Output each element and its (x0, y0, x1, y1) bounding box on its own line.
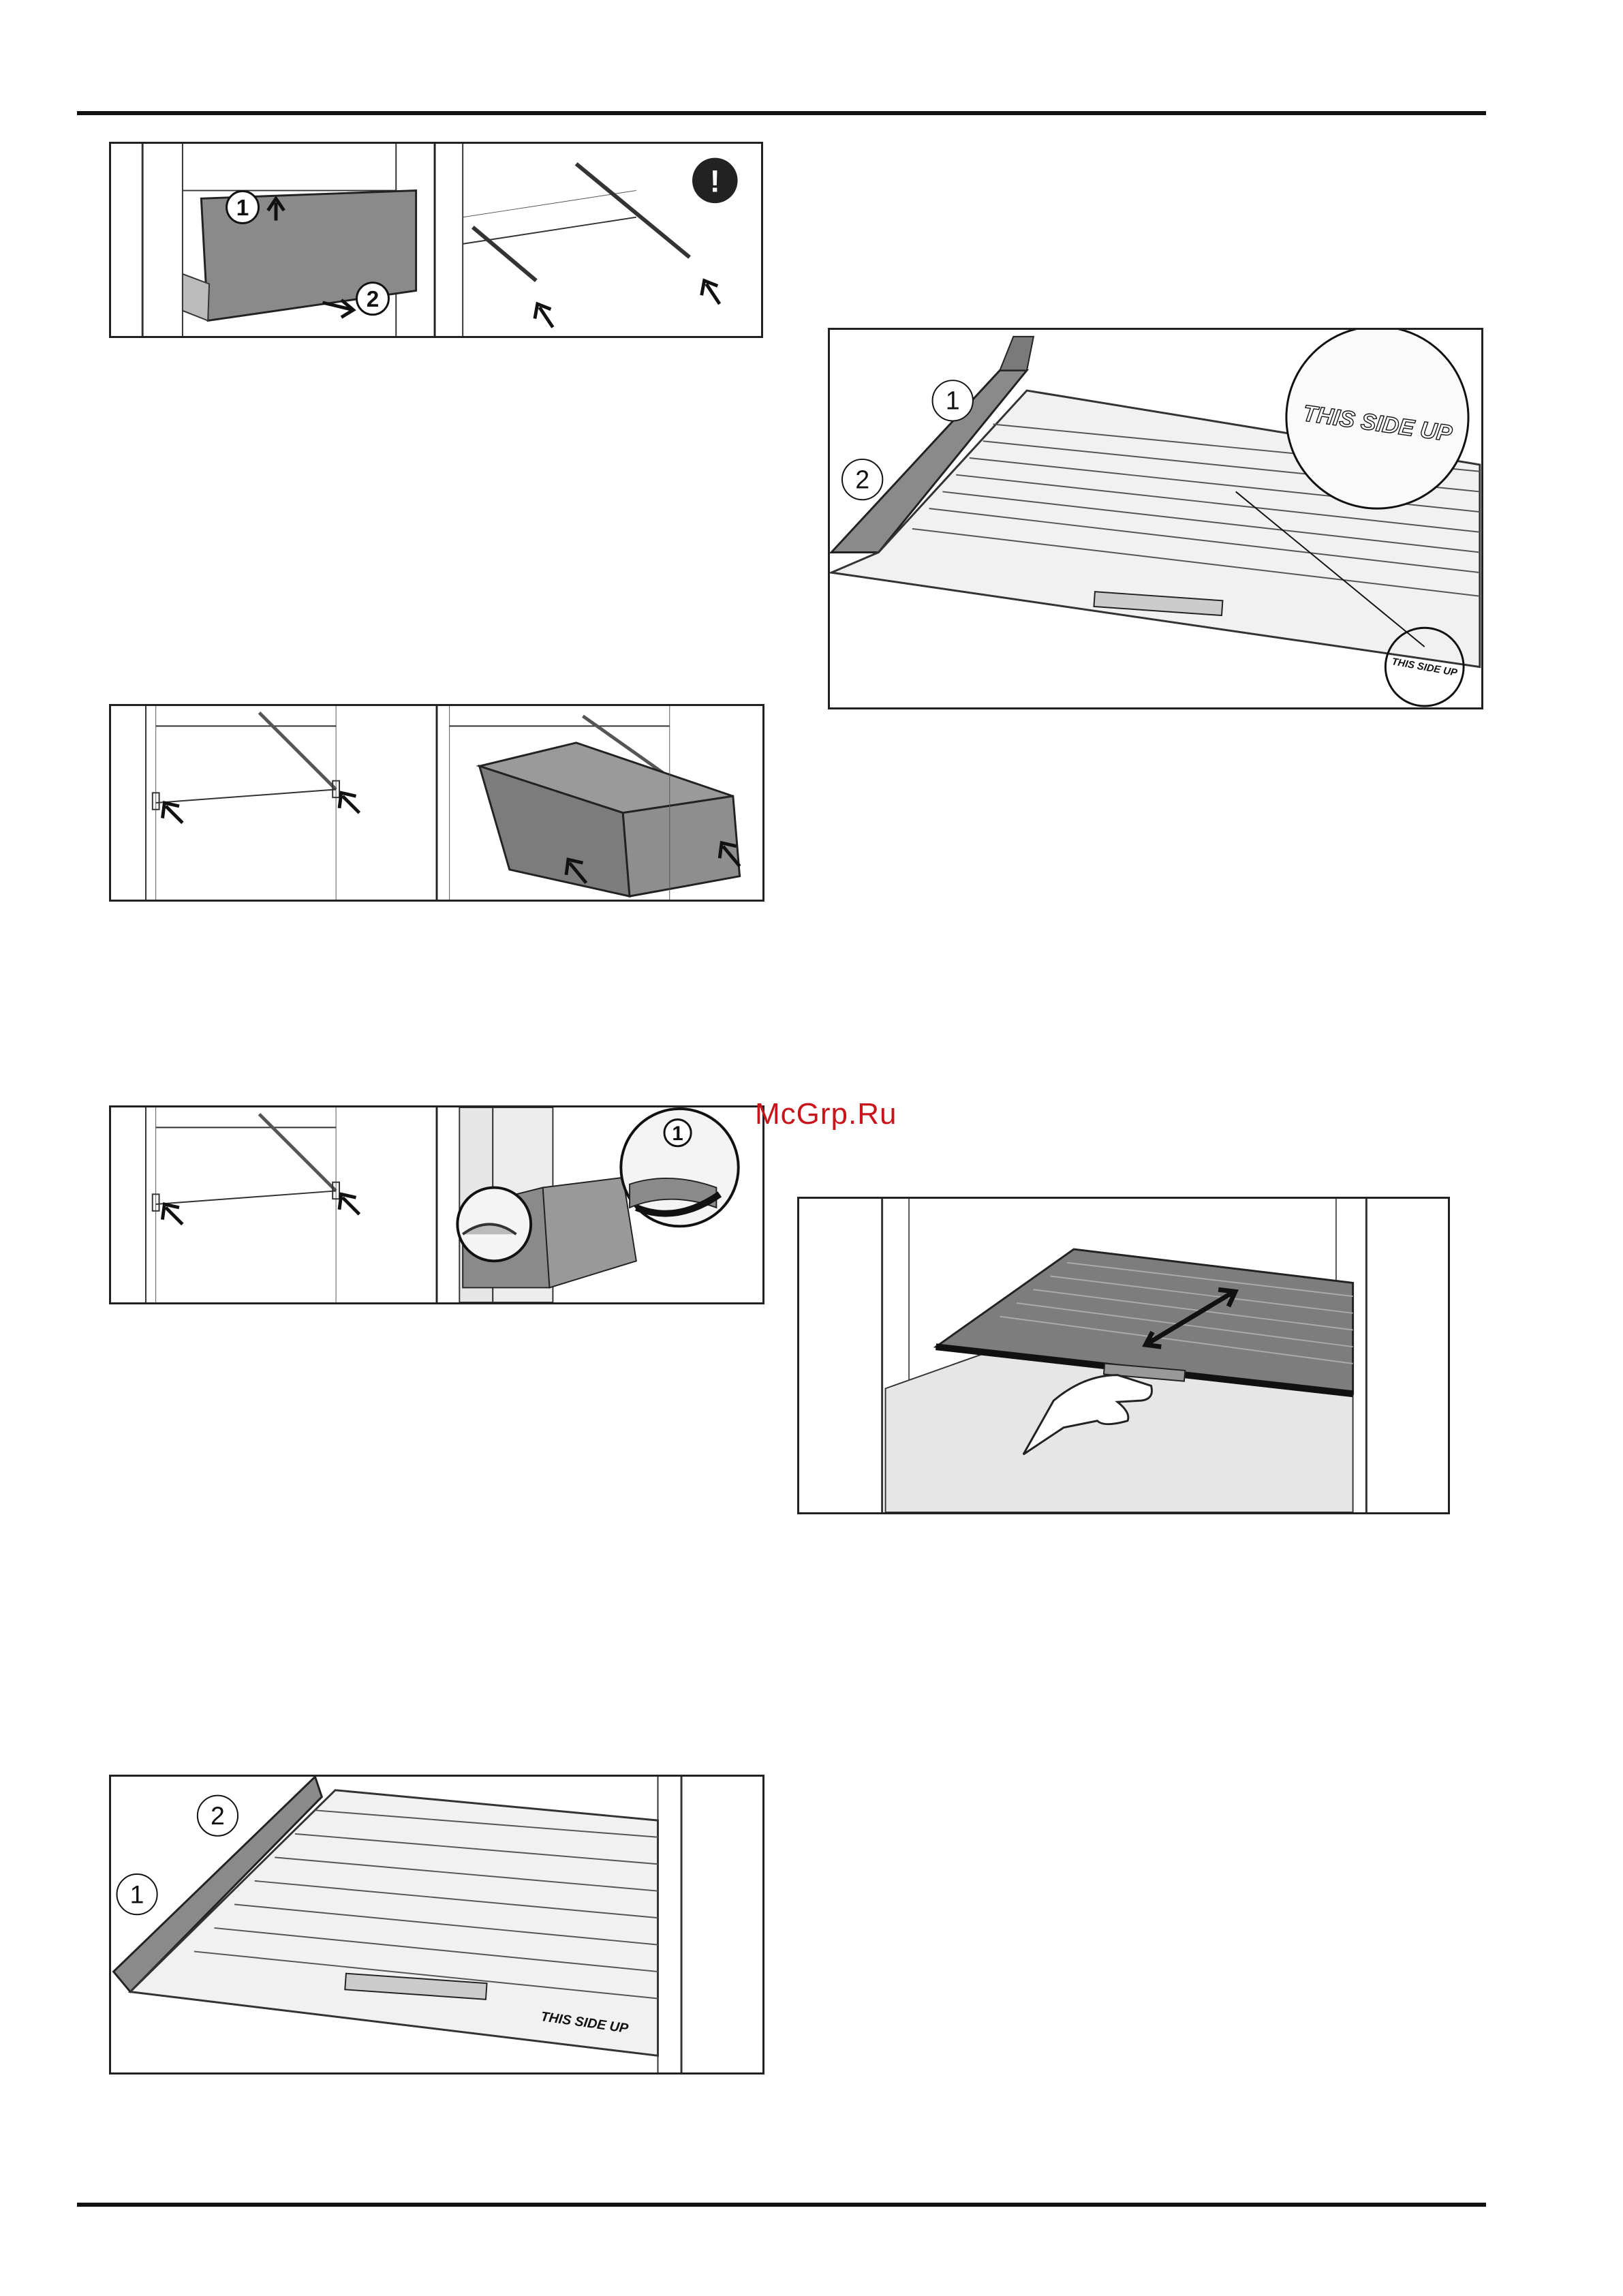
callout-1-text: 1 (130, 1880, 144, 1908)
header-rule (77, 111, 1486, 115)
figure-drawer-insertion (109, 704, 764, 902)
drawer-insertion-illustration (111, 706, 762, 900)
push-arrow-icon (535, 304, 553, 327)
shelf-slide-illustration (799, 1199, 1448, 1512)
insert-arrow-icon (162, 1204, 182, 1224)
callout-1-text: 1 (672, 1122, 683, 1145)
shelf-install-zoom-illustration: 1 2 THIS SIDE UP THIS SIDE UP (830, 330, 1481, 707)
footer-rule (77, 2203, 1486, 2207)
insert-arrow-icon (339, 1194, 359, 1214)
figure-rail-cover: 1 (109, 1105, 764, 1304)
callout-1-text: 1 (236, 196, 249, 221)
watermark: McGrp.Ru (755, 1097, 897, 1131)
insert-arrow-icon (339, 793, 359, 812)
warning-mark: ! (710, 164, 720, 199)
callout-2-text: 2 (855, 465, 869, 493)
figure-shelf-slide (797, 1197, 1450, 1514)
callout-2-text: 2 (211, 1801, 225, 1830)
insert-arrow-icon (163, 803, 183, 823)
drawer-removal-illustration: 1 2 ! (111, 144, 761, 336)
callout-2-text: 2 (367, 287, 380, 312)
rail-cover-illustration: 1 (111, 1107, 762, 1302)
callout-1-text: 1 (946, 386, 960, 415)
shelf-orientation-illustration: 2 1 THIS SIDE UP (111, 1777, 762, 2072)
rail-left (473, 227, 536, 280)
figure-shelf-install-zoom: 1 2 THIS SIDE UP THIS SIDE UP (828, 328, 1483, 709)
figure-drawer-removal: 1 2 ! (109, 142, 763, 338)
rail-right (576, 164, 690, 257)
figure-shelf-orientation: 2 1 THIS SIDE UP (109, 1775, 764, 2075)
push-arrow-icon (702, 281, 720, 304)
